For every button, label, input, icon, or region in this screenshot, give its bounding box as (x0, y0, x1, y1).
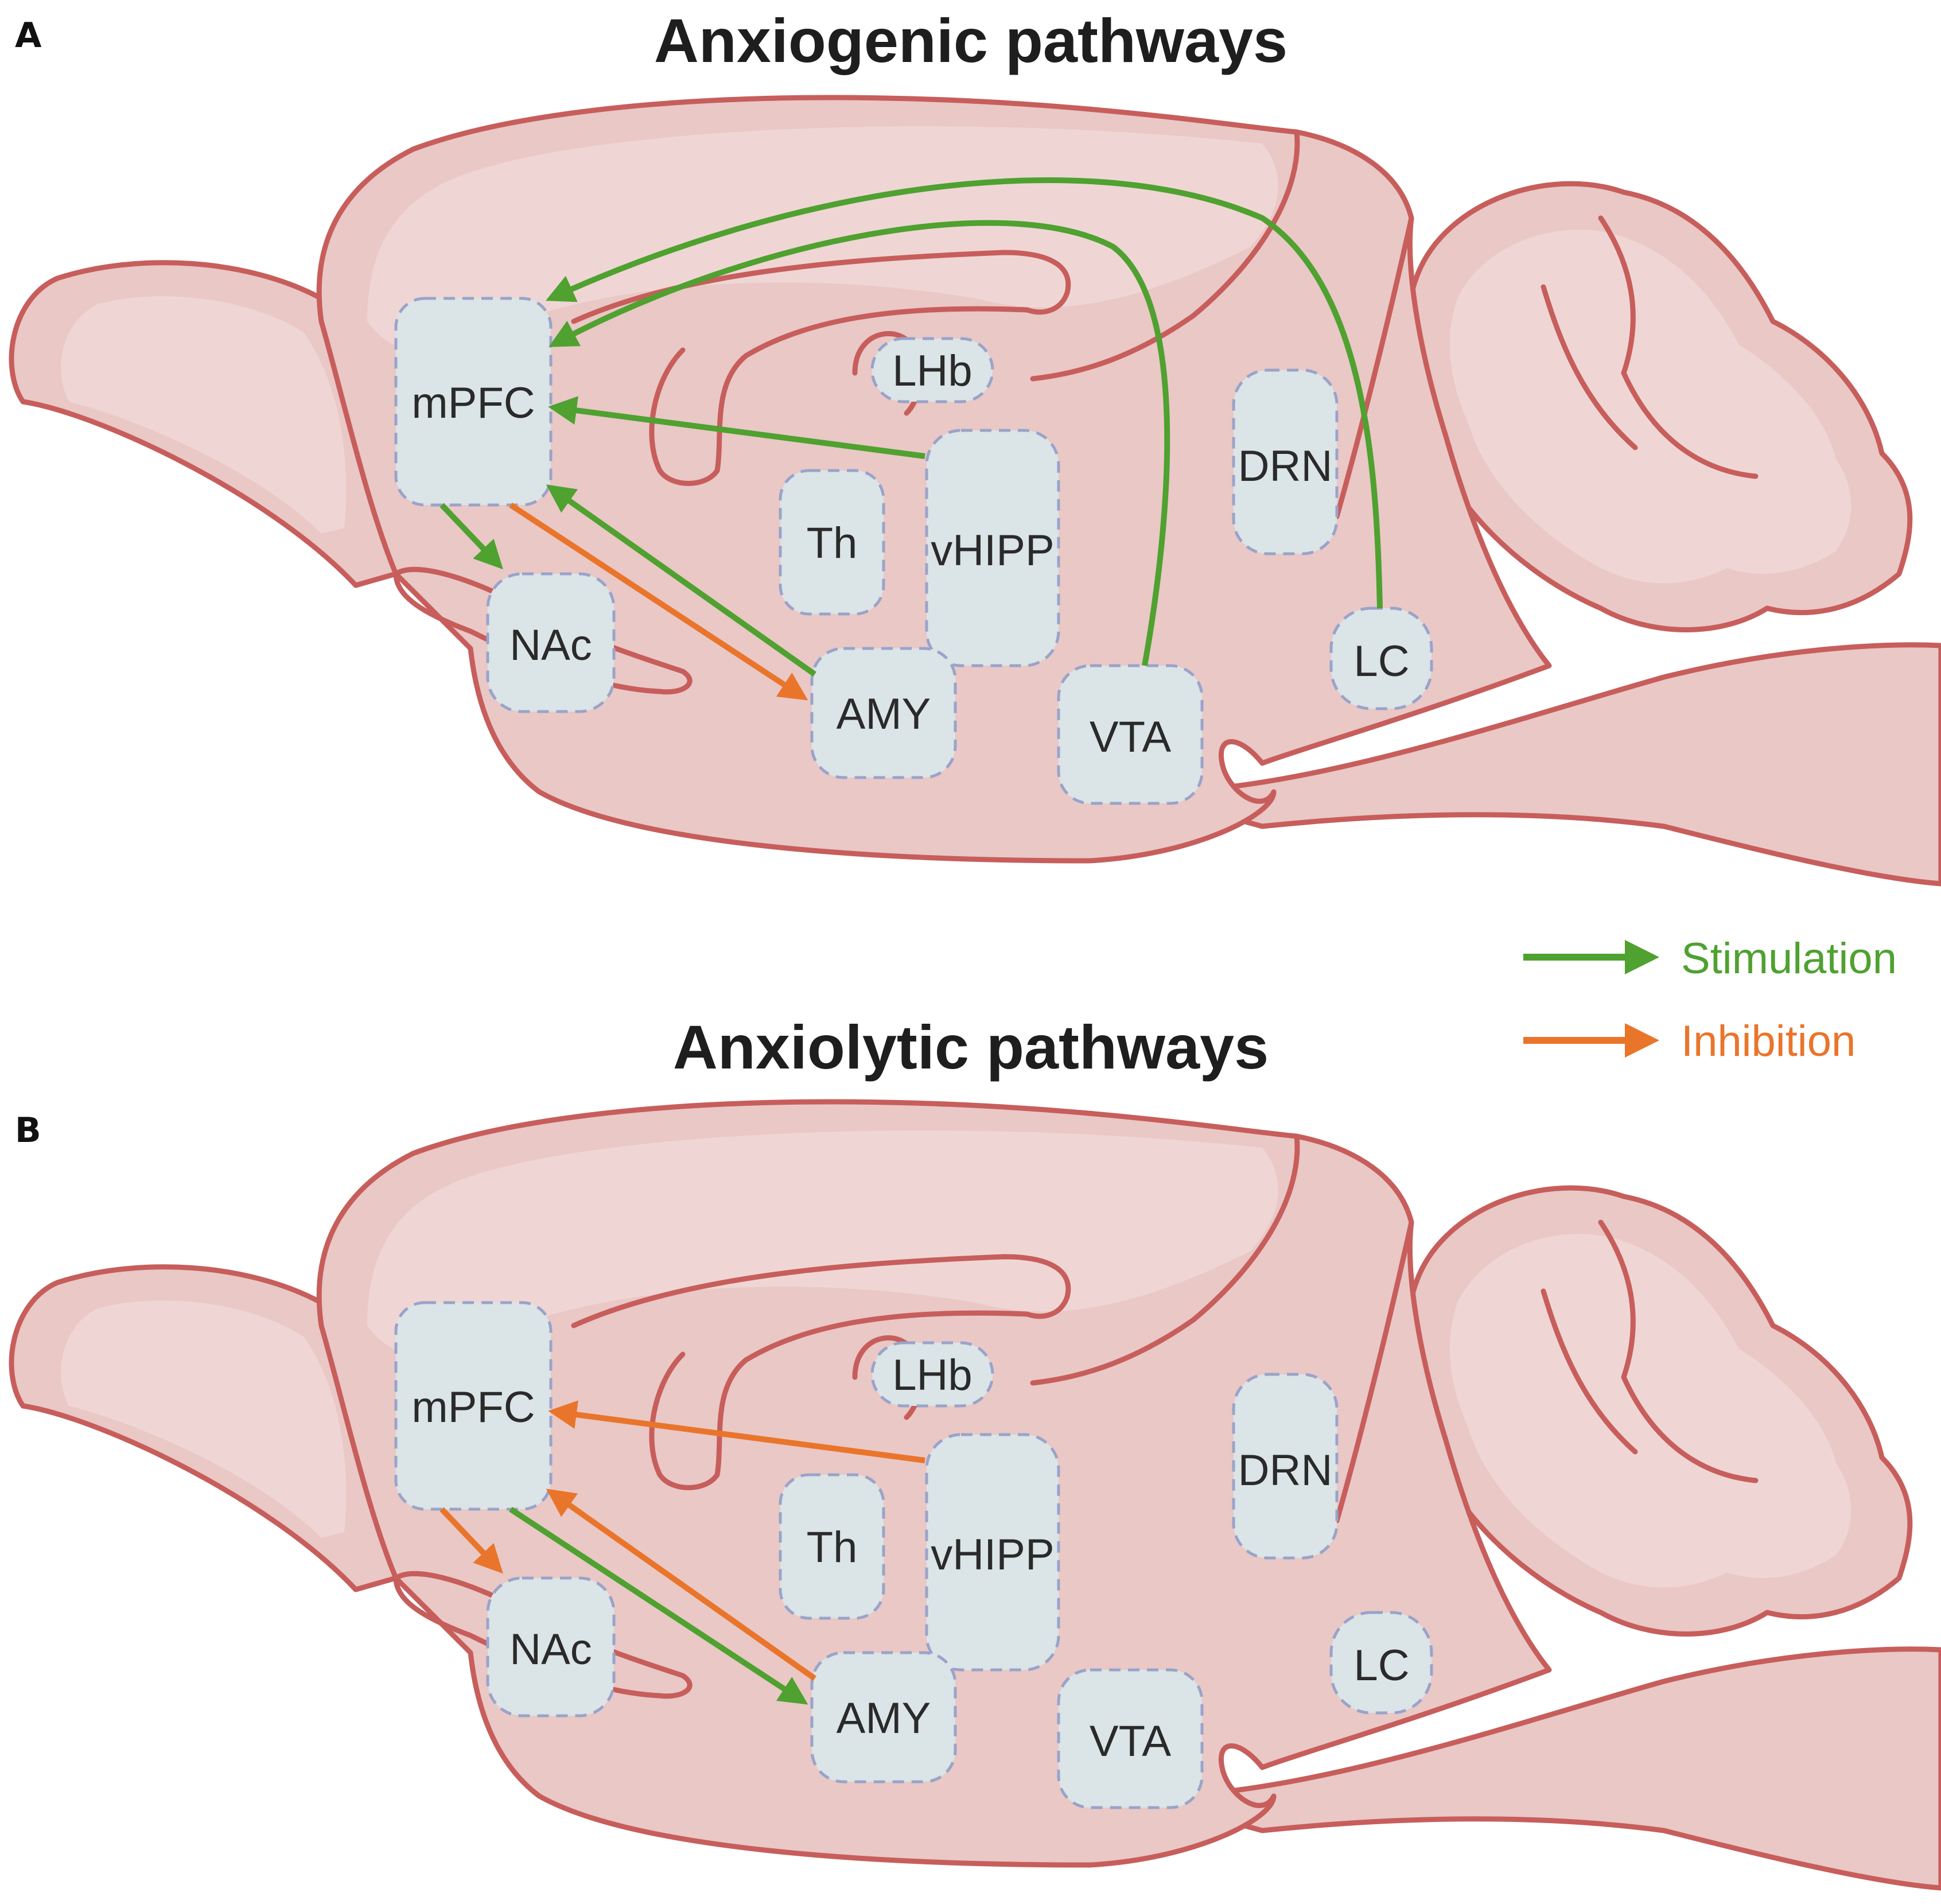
region-nac (486, 1576, 616, 1718)
label-amy: AMY (837, 690, 931, 739)
panel-a-regions: mPFC LHb Th vHIPP DRN NAc AMY VTA LC (394, 297, 1433, 805)
label-vta: VTA (1090, 1717, 1171, 1766)
region-drn (1232, 1373, 1339, 1560)
pathway-amy-mpfc (546, 1489, 816, 1681)
legend-inhibition-label: Inhibition (1681, 1017, 1856, 1066)
cortex-ridge (1030, 1133, 1300, 1386)
label-nac: NAc (509, 621, 592, 670)
label-mpfc: mPFC (411, 1383, 535, 1432)
region-lhb (870, 337, 994, 403)
panel-b-regions: mPFC LHb Th vHIPP DRN NAc AMY VTA LC (394, 1301, 1433, 1809)
region-vhipp (925, 1433, 1060, 1672)
cortex-band (367, 1130, 1278, 1356)
cerebellum-inner (1449, 1234, 1851, 1588)
region-vta (1057, 664, 1204, 805)
cerebellum-fold (1541, 1288, 1638, 1455)
nac-curve (393, 1571, 693, 1699)
panel-b-title: Anxiolytic pathways (673, 1012, 1269, 1082)
region-amy (810, 647, 957, 779)
label-vhipp: vHIPP (931, 526, 1054, 575)
label-nac: NAc (509, 1625, 592, 1674)
label-lhb: LHb (892, 347, 972, 395)
cerebellum-fold (1598, 1219, 1759, 1483)
region-nac (486, 572, 616, 713)
pathway-vhipp-mpfc (548, 1400, 925, 1463)
dorsal-ridge (1334, 1219, 1414, 1524)
dorsal-ridge (1334, 215, 1414, 519)
pathway-vhipp-mpfc (548, 396, 925, 459)
label-vta: VTA (1090, 713, 1171, 761)
cerebellum-fold (1598, 215, 1759, 479)
label-th: Th (807, 519, 858, 568)
callosum-fold (571, 1254, 1071, 1490)
region-th (779, 469, 885, 616)
label-lc: LC (1353, 637, 1409, 686)
pathway-vta-mpfc (549, 220, 1170, 666)
olfactory-bulb-inner (61, 296, 347, 534)
region-th (779, 1473, 885, 1620)
label-drn: DRN (1238, 442, 1333, 491)
legend-stimulation-label: Stimulation (1681, 934, 1897, 983)
pathway-lc-mpfc (545, 177, 1383, 609)
label-lc: LC (1353, 1641, 1409, 1690)
panel-b: B Anxiolytic pathways (9, 1012, 1941, 1891)
panel-a-title: Anxiogenic pathways (654, 6, 1287, 75)
panel-a-pathways (439, 177, 1383, 701)
region-lc (1329, 1611, 1433, 1715)
region-amy (810, 1651, 957, 1783)
panel-a: A Anxiogenic pathways (9, 6, 1941, 887)
label-drn: DRN (1238, 1446, 1333, 1495)
region-lhb (870, 1341, 994, 1408)
region-vta (1057, 1668, 1204, 1809)
olfactory-bulb-inner (61, 1300, 347, 1538)
pathway-mpfc-amy (509, 1506, 808, 1705)
cerebellum-fold (1541, 284, 1638, 450)
pathway-mpfc-nac (439, 503, 503, 570)
panel-a-letter: A (15, 15, 42, 56)
region-drn (1232, 368, 1339, 555)
cerebellum-inner (1449, 230, 1851, 584)
region-vhipp (925, 429, 1060, 667)
label-vhipp: vHIPP (931, 1530, 1054, 1579)
callosum-fold (571, 250, 1071, 486)
pathway-mpfc-nac (439, 1507, 503, 1574)
label-mpfc: mPFC (411, 379, 535, 428)
label-lhb: LHb (892, 1351, 972, 1400)
nac-curve (393, 566, 693, 695)
cortex-ridge (1030, 129, 1300, 382)
label-th: Th (807, 1523, 858, 1572)
panel-b-letter: B (15, 1110, 41, 1151)
panel-b-pathways (439, 1400, 925, 1705)
pathway-amy-mpfc (546, 484, 816, 677)
pathway-mpfc-amy (509, 502, 808, 701)
region-lc (1329, 607, 1433, 710)
legend: Stimulation Inhibition (1523, 934, 1897, 1066)
label-amy: AMY (837, 1694, 931, 1743)
